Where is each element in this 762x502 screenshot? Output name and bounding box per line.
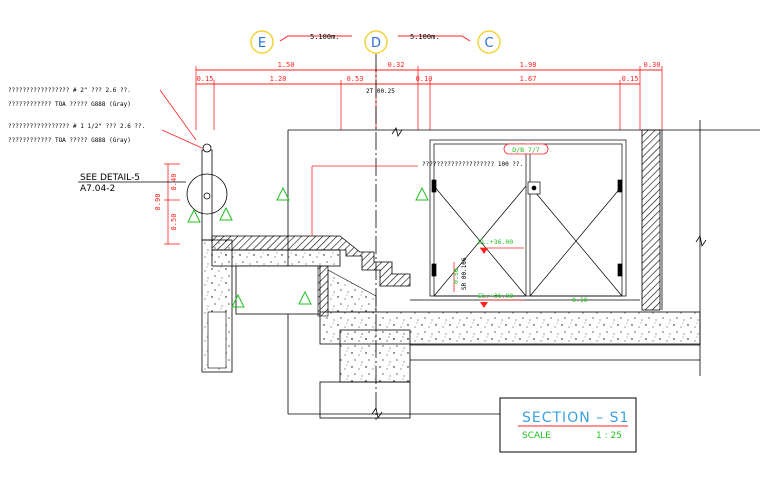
svg-text:D/B 7/7: D/B 7/7	[512, 146, 539, 154]
grid-spacing-dc: 5.100m.	[398, 33, 471, 42]
detail-sheet-ref: A7.04-2	[80, 184, 115, 194]
dim-sill: 0.10	[572, 296, 588, 304]
svg-text:0.53: 0.53	[347, 75, 364, 83]
svg-text:D: D	[371, 36, 381, 51]
level-upper: EL.+36.00	[478, 238, 513, 254]
grid-bubble-d: D	[364, 30, 388, 54]
dim-step-height: 0.50	[452, 268, 460, 284]
dim-left-3: 0.50	[170, 214, 178, 231]
door-tag: D/B 7/7	[503, 143, 549, 155]
svg-text:5.100m.: 5.100m.	[310, 33, 340, 41]
glass-door	[429, 139, 627, 297]
svg-text:0.15: 0.15	[622, 75, 639, 83]
svg-text:C: C	[484, 36, 493, 51]
dim-stair-riser: SR 00.166	[461, 257, 468, 290]
svg-text:0.32: 0.32	[388, 61, 405, 69]
note-handrail-2-paint: ???????????? TOA ????? G888 (Gray)	[8, 137, 131, 144]
svg-text:1 : 25: 1 : 25	[596, 431, 622, 441]
dimension-row-top: 1.50 0.32 1.98 0.30	[195, 61, 663, 130]
detail-callout-circle	[186, 173, 228, 215]
leader-lines	[159, 89, 524, 301]
note-handrail-2: ????????????????? # 1 1/2" ??? 2.6 ??.	[8, 123, 145, 130]
door-note: ???????????????????? 100 ??.	[422, 161, 523, 168]
grid-bubble-e: E	[250, 30, 274, 54]
section-markers	[187, 186, 429, 308]
break-marks	[371, 127, 707, 420]
svg-text:0.30: 0.30	[644, 61, 661, 69]
svg-text:0.15: 0.15	[197, 75, 214, 83]
svg-text:1.98: 1.98	[520, 61, 537, 69]
svg-text:EL.+36.00: EL.+36.00	[478, 238, 513, 246]
svg-text:5.100m.: 5.100m.	[410, 33, 440, 41]
svg-text:0.10: 0.10	[416, 75, 433, 83]
see-detail-label: SEE DETAIL-5	[80, 173, 140, 183]
note-handrail-1-paint: ???????????? TOA ????? G888 (Gray)	[8, 101, 131, 108]
svg-text:E: E	[258, 36, 266, 51]
svg-text:1.50: 1.50	[278, 61, 295, 69]
svg-text:1.20: 1.20	[270, 75, 287, 83]
note-handrail-1: ????????????????? # 2" ??? 2.6 ??.	[8, 87, 131, 94]
floor-slab	[211, 235, 701, 419]
title-block: SECTION – S1 SCALE 1 : 25	[499, 397, 637, 453]
right-wall	[641, 129, 661, 311]
grid-bubble-c: C	[477, 30, 501, 54]
svg-text:EL.+36.00: EL.+36.00	[478, 292, 513, 300]
grid-spacing-ed: 5.100m.	[279, 33, 352, 42]
dimension-row-second: 0.15 1.20 0.53 0.10 1.67 0.15 2T 00.25	[196, 75, 640, 130]
level-lower: EL.+36.00	[478, 292, 513, 308]
dim-left-2: 0.90	[154, 194, 162, 211]
svg-text:SCALE: SCALE	[522, 431, 551, 441]
svg-text:2T 00.25: 2T 00.25	[366, 88, 395, 95]
svg-text:SECTION – S1: SECTION – S1	[522, 410, 629, 426]
svg-text:1.67: 1.67	[520, 75, 537, 83]
